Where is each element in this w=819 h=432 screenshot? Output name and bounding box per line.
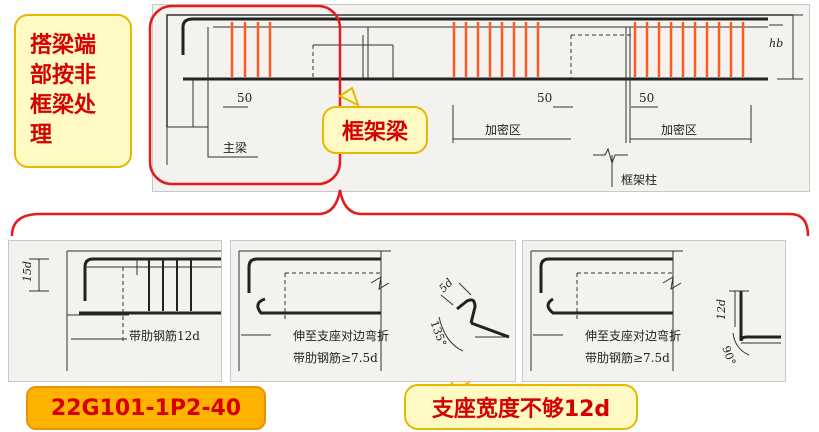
dim-50-left: 50 [237,91,253,105]
detail-panel-2: 伸至支座对边弯折 带肋钢筋≥7.5d 5d 135° [230,240,516,382]
panel-2-line-1: 伸至支座对边弯折 [293,329,390,343]
dim-12d: 12d [715,298,729,321]
detail-panel-3: 伸至支座对边弯折 带肋钢筋≥7.5d 12d 90° [522,240,786,382]
callout-beam-end-line-1: 搭梁端 [30,33,97,58]
detail-panel-2-lines [238,250,510,371]
callout-beam-end: 搭梁端 部按非 框梁处 理 [14,14,132,168]
detail-panel-1-lines [29,250,221,371]
label-dense-zone-2: 加密区 [661,123,698,137]
panel-3-line-2: 带肋钢筋≥7.5d [585,351,670,365]
panel-2-line-2: 带肋钢筋≥7.5d [293,351,378,365]
label-rebar-12d: 带肋钢筋12d [129,329,200,343]
callout-support-width: 支座宽度不够12d [404,384,638,430]
callout-beam-end-line-2: 部按非 [30,63,97,88]
callout-beam-end-line-4: 理 [30,123,53,148]
label-dense-zone-1: 加密区 [485,123,522,137]
dim-50-mid: 50 [537,91,553,105]
callout-code-reference: 22G101-1P2-40 [26,386,266,430]
label-hb: hb [769,37,784,50]
dim-15d: 15d [21,260,35,283]
dim-50-right: 50 [639,91,655,105]
label-main-beam: 主梁 [223,141,248,155]
main-beam-drawing: 50 50 50 主梁 加密区 加密区 框架柱 hb [152,4,810,192]
callout-beam-end-line-3: 框梁处 [30,93,97,118]
detail-panel-1: 15d 带肋钢筋12d [8,240,222,382]
label-frame-column: 框架柱 [621,173,658,187]
callout-frame-beam: 框架梁 [322,106,428,154]
panel-3-line-1: 伸至支座对边弯折 [585,329,682,343]
detail-panel-3-lines [530,250,781,371]
